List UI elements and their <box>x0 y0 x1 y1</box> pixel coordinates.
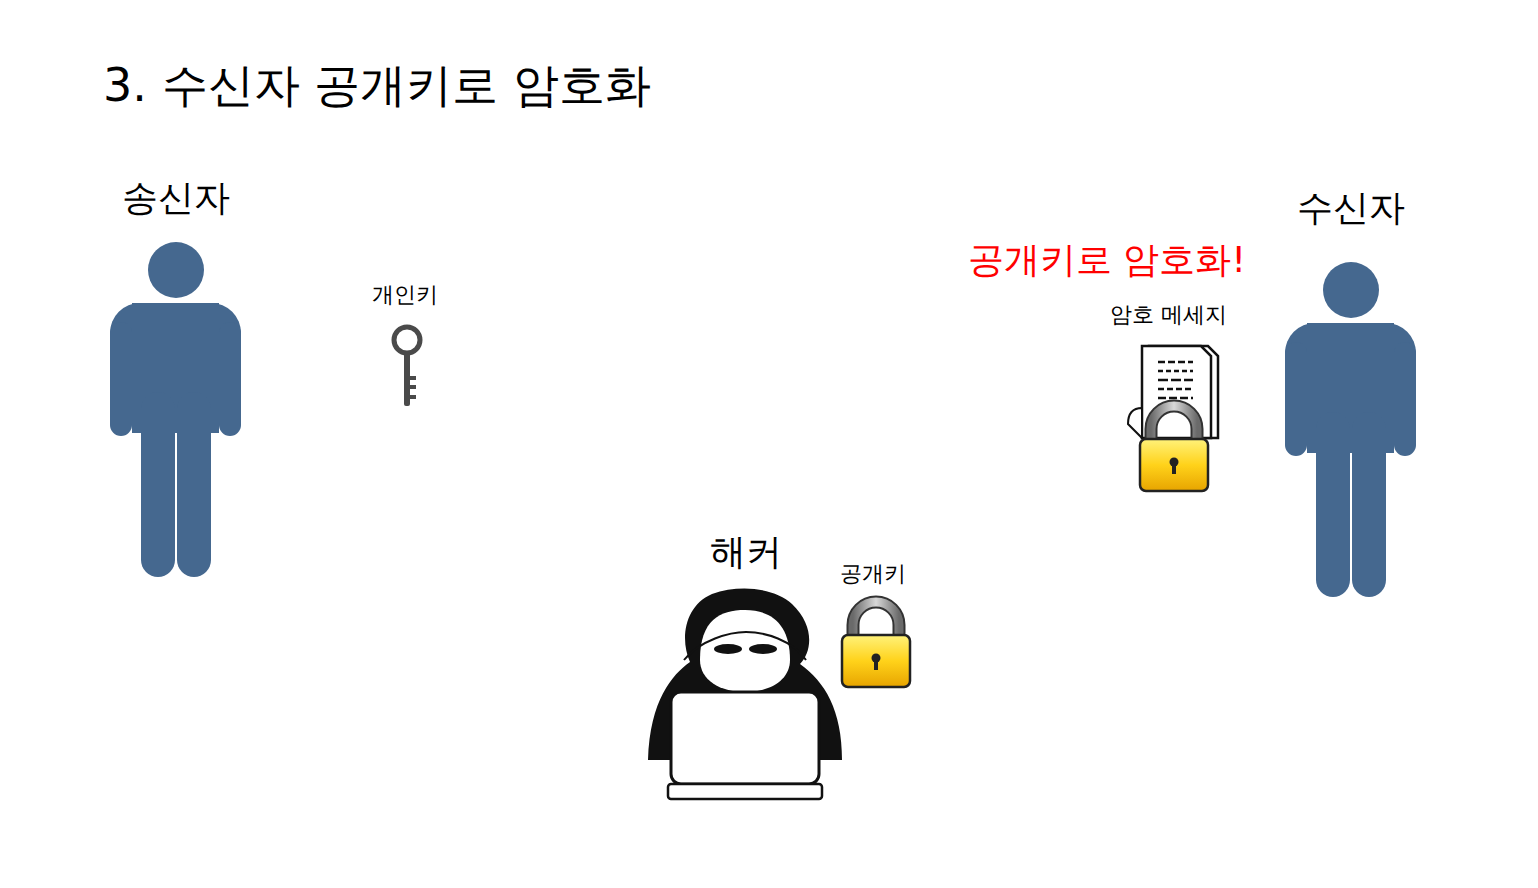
key-label: 개인키 <box>372 282 438 308</box>
receiver-person: 수신자 <box>1271 186 1431 600</box>
emphasis-note: 공개키로 암호화! <box>968 238 1246 281</box>
message-label: 암호 메세지 <box>1110 302 1227 328</box>
hacker-person: 해커 <box>644 530 848 802</box>
slide-title: 3. 수신자 공개키로 암호화 <box>103 58 651 113</box>
receiver-figure <box>1285 262 1416 597</box>
public-key-lock-icon <box>842 602 910 687</box>
person-label: 송신자 <box>96 176 256 219</box>
sender-person: 송신자 <box>96 176 256 580</box>
hacker-figure <box>648 589 842 799</box>
person-label: 수신자 <box>1271 186 1431 229</box>
private-key-icon <box>394 327 420 406</box>
encrypted-document-icon <box>1128 346 1218 491</box>
key-label: 공개키 <box>840 561 906 587</box>
sender-figure <box>110 242 241 577</box>
person-label: 해커 <box>644 530 848 573</box>
